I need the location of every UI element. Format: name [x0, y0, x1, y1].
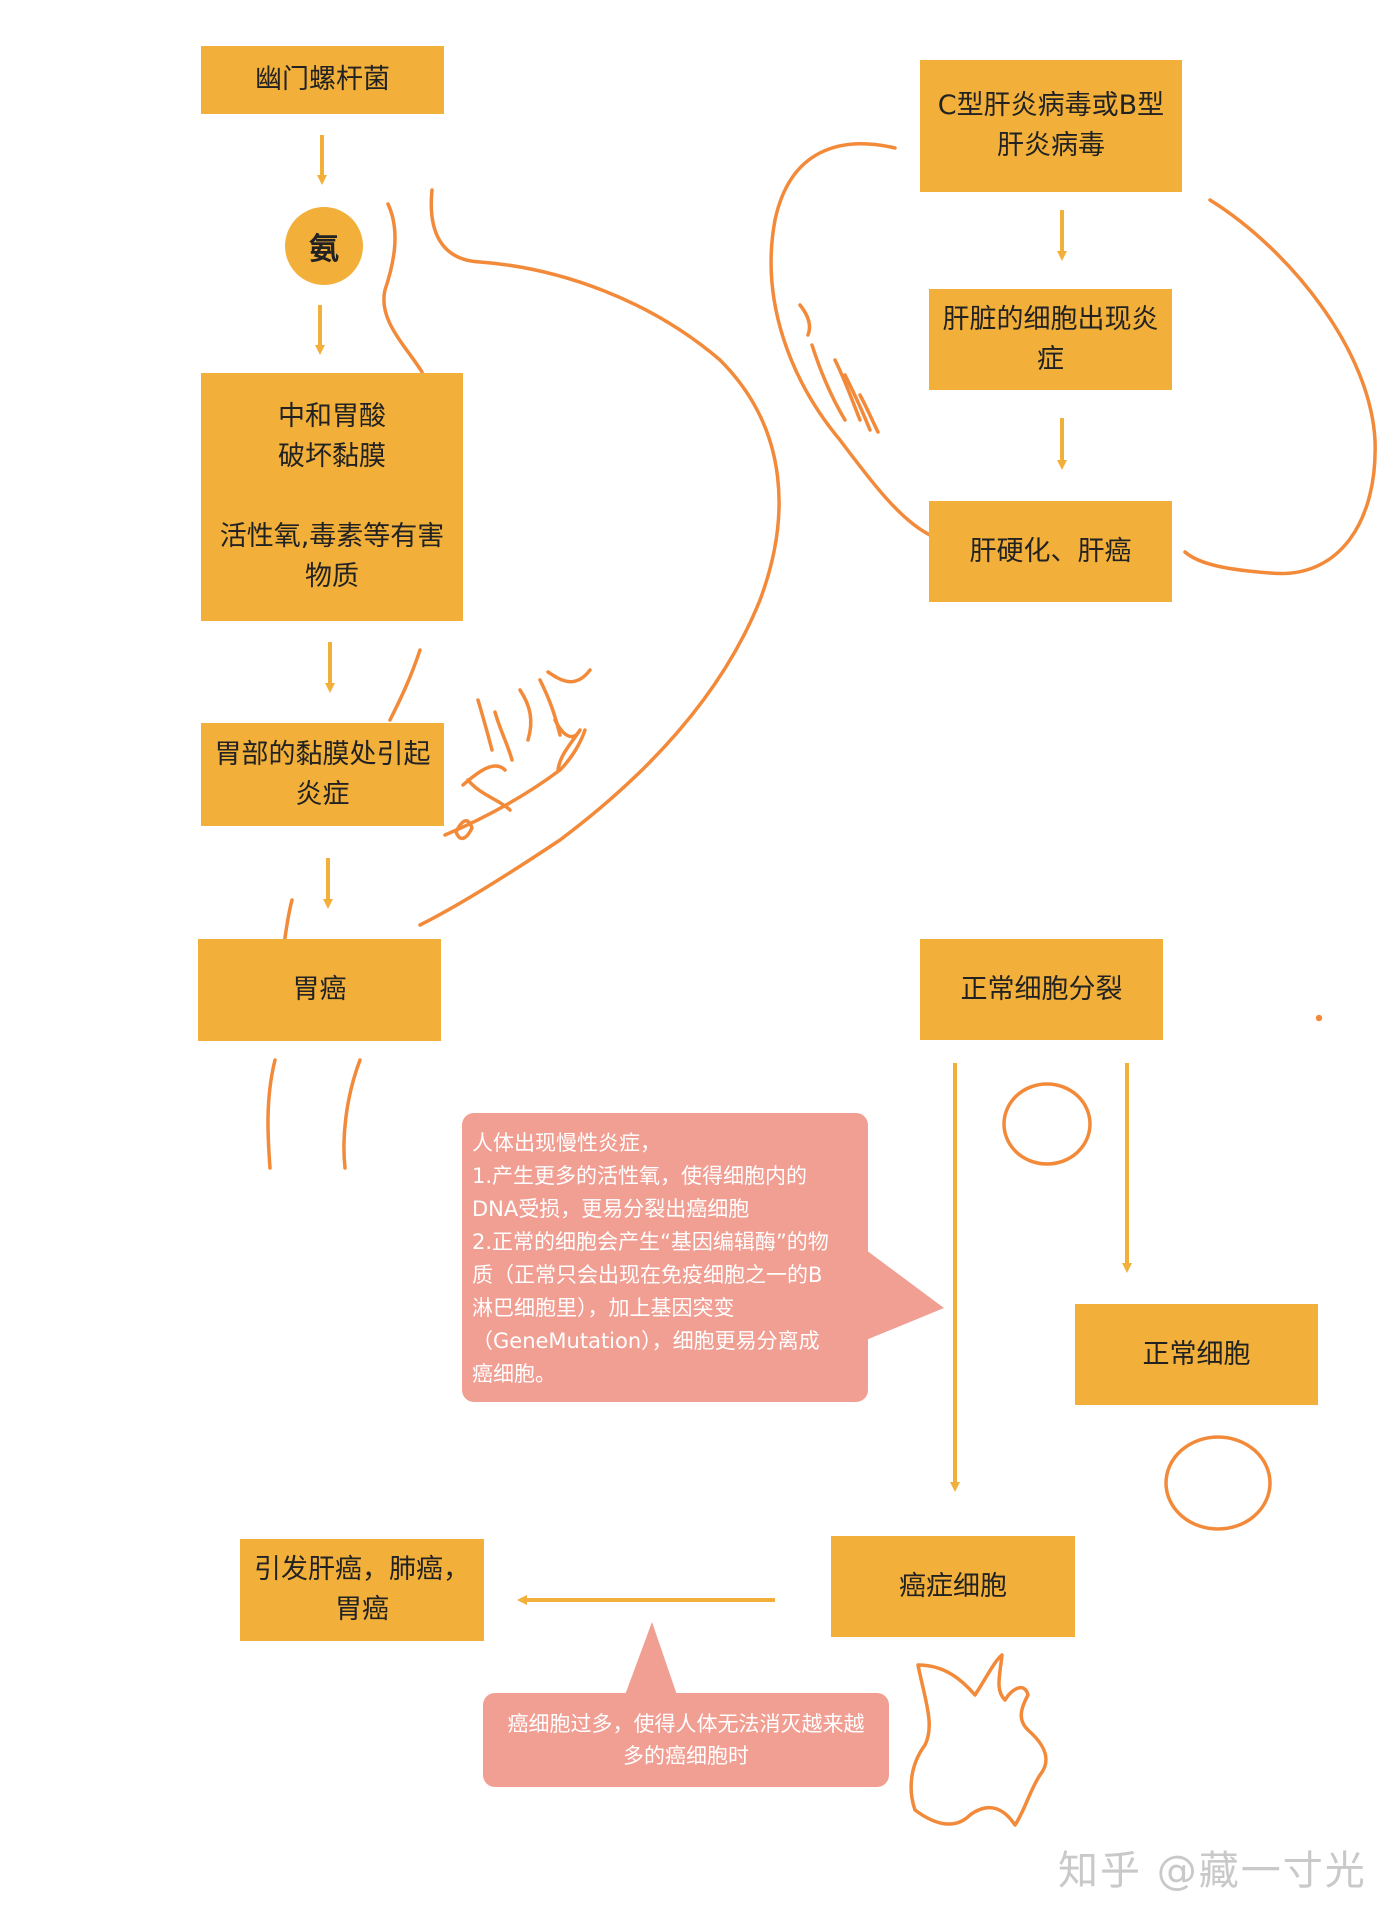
node-gastric-cancer: 胃癌 — [198, 939, 441, 1041]
callout-mutation-text: 人体出现慢性炎症， 1.产生更多的活性氧，使得细胞内的 DNA受损，更易分裂出癌… — [472, 1131, 829, 1386]
node-normal-division: 正常细胞分裂 — [920, 939, 1163, 1040]
node-ammonia: 氨 — [285, 207, 363, 285]
stomach-sketch-inner — [388, 648, 422, 722]
callout-overload-shape — [483, 1622, 889, 1787]
node-neutralize: 中和胃酸 破坏黏膜 活性氧,毒素等有害 物质 — [201, 373, 463, 621]
cancer-cell-sketch — [909, 1653, 1048, 1827]
circle-sketch-2 — [1164, 1435, 1272, 1531]
node-mucosa-inflammation: 胃部的黏膜处引起 炎症 — [201, 723, 444, 826]
node-normal-cell: 正常细胞 — [1075, 1304, 1318, 1405]
circle-sketch-1 — [1002, 1082, 1092, 1166]
stomach-sketch-left — [382, 202, 424, 374]
node-outcome: 引发肝癌，肺癌， 胃癌 — [240, 1539, 484, 1641]
esophagus-right — [342, 1058, 362, 1170]
liver-loop-left — [769, 142, 932, 537]
callout-overload-text: 癌细胞过多，使得人体无法消灭越来越 多的癌细胞时 — [507, 1712, 865, 1768]
liver-loop-right — [1183, 198, 1377, 576]
watermark: 知乎 @藏一寸光 — [1058, 1848, 1367, 1894]
stomach-sketch-right — [418, 188, 781, 927]
flow-arrows — [315, 135, 1132, 1605]
node-hpylori: 幽门螺杆菌 — [201, 46, 444, 114]
node-cirrhosis: 肝硬化、肝癌 — [929, 501, 1172, 602]
esophagus-left — [266, 1058, 277, 1170]
node-liver-inflammation: 肝脏的细胞出现炎 症 — [929, 289, 1172, 390]
node-hepatitis-virus: C型肝炎病毒或B型 肝炎病毒 — [920, 60, 1182, 192]
node-cancer-cell: 癌症细胞 — [831, 1536, 1075, 1637]
sketch-drawings — [266, 142, 1377, 1827]
callout-mutation-shape — [462, 1113, 944, 1402]
stomach-sketch-lower — [443, 728, 587, 837]
